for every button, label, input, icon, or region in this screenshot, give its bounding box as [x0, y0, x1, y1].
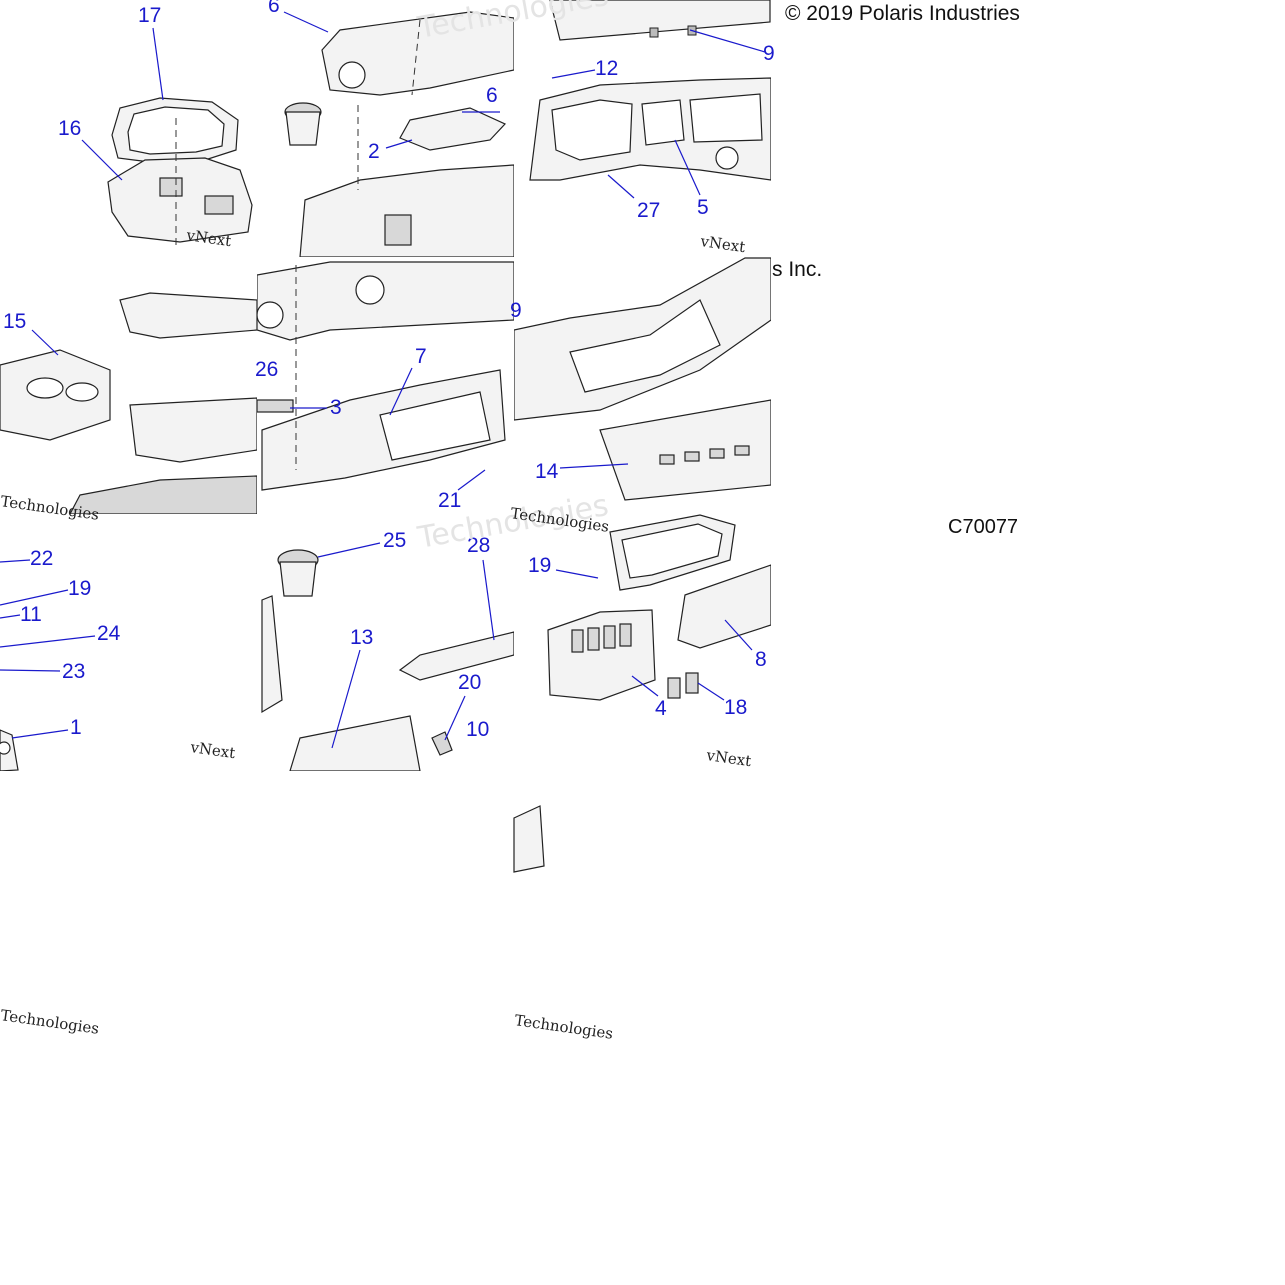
lower-fragment: [513, 805, 545, 873]
cluster-housing-shape: [107, 157, 253, 243]
console-cup-b: [65, 382, 99, 402]
callout-13: 13: [350, 626, 373, 649]
callout-labels: 17 16 6 6 2 12 9 27 5 15 26 7 3 21 9 14 …: [3, 0, 775, 741]
main-dash-top: [257, 261, 514, 341]
callout-19b: 19: [528, 554, 551, 577]
watermark-small-4: vNext: [188, 738, 236, 762]
dash-frame-window-left: [551, 99, 633, 161]
callout-6a: 6: [268, 0, 280, 17]
bracket-plate: [399, 107, 507, 151]
dash-frame-window-center: [641, 99, 685, 146]
top-frame-bar: [549, 0, 771, 41]
switch-1: [571, 629, 584, 653]
callout-27: 27: [637, 199, 660, 222]
watermark-small-5: vNext: [704, 746, 752, 770]
callout-6b: 6: [486, 84, 498, 107]
cluster-gauge: [204, 195, 234, 215]
trim-strip: [398, 631, 514, 681]
console-lid: [119, 292, 257, 339]
leader-lines: [0, 11, 766, 749]
callout-4: 4: [655, 697, 667, 720]
callout-8: 8: [755, 648, 767, 671]
tray-vent-4: [734, 445, 750, 456]
switch-3: [603, 625, 616, 649]
callout-23: 23: [62, 660, 85, 683]
callout-25: 25: [383, 529, 406, 552]
clip-b: [685, 672, 699, 694]
callout-14: 14: [535, 460, 559, 483]
watermark-small-2: vNext: [698, 232, 746, 256]
callout-22: 22: [30, 547, 53, 570]
tile-dash-frame: [529, 0, 771, 181]
side-panel-hole: [0, 741, 11, 755]
callout-21: 21: [438, 489, 461, 512]
tile-instrument-cluster: [107, 97, 253, 250]
tile-glovebox: [547, 514, 771, 701]
cup-holder-body: [285, 111, 321, 146]
callout-18: 18: [724, 696, 747, 719]
callout-3: 3: [330, 396, 342, 419]
callout-2: 2: [368, 140, 380, 163]
callout-7: 7: [415, 345, 427, 368]
tile-cup-trim: [261, 549, 514, 771]
copyright-tail-text: s Inc.: [772, 258, 822, 281]
clip-a: [667, 677, 681, 699]
callout-15: 15: [3, 310, 26, 333]
callout-19a: 19: [68, 577, 91, 600]
switch-4: [619, 623, 632, 647]
glovebox-door-panel: [677, 564, 771, 649]
tile-console: [0, 292, 257, 514]
upper-dash-vent: [338, 61, 366, 89]
glovebox-tray: [129, 397, 257, 463]
console-cup-a: [26, 377, 64, 399]
callout-1: 1: [70, 716, 82, 739]
tile-upper-dash: [284, 11, 514, 257]
callout-28: 28: [467, 534, 490, 557]
tile-left-callouts: [0, 729, 19, 771]
handle-tube: [257, 399, 294, 413]
side-trim: [261, 595, 283, 714]
storage-tray: [599, 399, 771, 501]
latch: [431, 731, 453, 756]
dash-guide-line-b: [411, 19, 421, 96]
callout-17: 17: [138, 4, 161, 27]
dash-switch-block: [384, 214, 412, 246]
console-base: [69, 475, 257, 514]
switch-2: [587, 627, 600, 651]
watermark-small-8: Technologies: [513, 1011, 614, 1043]
main-dash-vent-right: [355, 275, 385, 305]
switch-bezel: [547, 609, 656, 701]
cup-holder-cup: [279, 561, 317, 597]
callout-26: 26: [255, 358, 278, 381]
callout-9b: 9: [510, 299, 522, 322]
watermark-small-7: Technologies: [0, 1006, 100, 1038]
dash-lower-body: [299, 164, 514, 257]
tile-dash-support: [514, 257, 771, 501]
copyright-text: © 2019 Polaris Industries: [785, 2, 1020, 25]
dash-support-window: [569, 299, 721, 393]
glovebox-door-window: [621, 523, 723, 579]
callout-24: 24: [97, 622, 121, 645]
callout-20: 20: [458, 671, 481, 694]
bin-frame: [289, 715, 421, 771]
upper-dash-panel: [321, 11, 514, 96]
callout-5: 5: [697, 196, 709, 219]
tray-vent-3: [709, 448, 725, 459]
callout-12: 12: [595, 57, 618, 80]
tray-vent-2: [684, 451, 700, 462]
callout-9a: 9: [763, 42, 775, 65]
callout-16: 16: [58, 117, 81, 140]
main-dash-opening: [379, 391, 491, 461]
tray-vent-1: [659, 454, 675, 465]
diagram-code: C70077: [948, 516, 1018, 538]
main-dash-vent-left: [257, 301, 284, 329]
callout-11: 11: [20, 603, 42, 626]
fastener-a: [649, 27, 659, 38]
dash-frame-vent: [715, 146, 739, 170]
tile-main-dash: [257, 261, 514, 491]
cluster-screen: [159, 177, 183, 197]
callout-10: 10: [466, 718, 489, 741]
dash-frame-window-right: [689, 93, 763, 143]
